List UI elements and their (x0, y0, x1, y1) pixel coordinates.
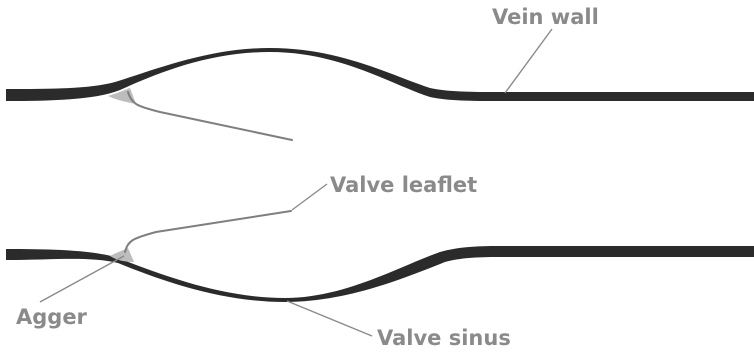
valve-leaflet-leader (292, 184, 327, 210)
agger-label: Agger (16, 305, 88, 329)
lower-valve-leaflet (125, 211, 291, 252)
valve-sinus-leader (287, 301, 372, 336)
vein-wall-leader (505, 29, 552, 93)
agger-leader (40, 256, 124, 302)
valve-leaflet-label: Valve leaflet (330, 173, 477, 197)
vein-wall-label: Vein wall (492, 5, 599, 29)
valve-sinus-label: Valve sinus (377, 326, 511, 350)
upper-valve-leaflet (128, 92, 292, 140)
